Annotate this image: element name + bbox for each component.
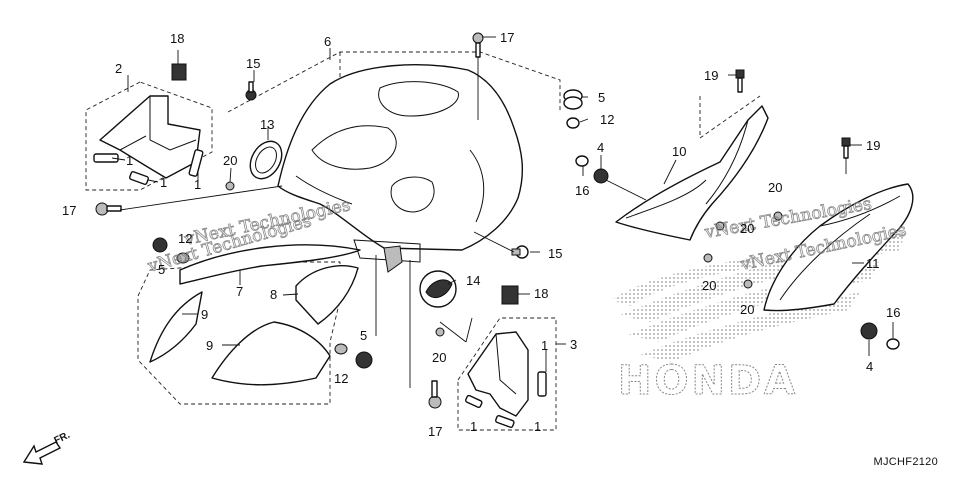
callout-1-e: 1 (470, 419, 477, 434)
callout-2: 2 (115, 61, 122, 76)
screw-20-c (715, 221, 725, 231)
callout-12-left: 12 (178, 231, 192, 246)
grommet-4-right (860, 322, 878, 340)
rubber-ring-13 (249, 140, 283, 180)
leader-lines (111, 36, 894, 388)
fasteners (95, 32, 900, 409)
screw-20-b (435, 327, 445, 337)
callout-9-lower: 9 (206, 338, 213, 353)
callout-8: 8 (270, 287, 277, 302)
collar-16-right (886, 338, 900, 350)
callout-4-left: 4 (597, 140, 604, 155)
front-direction-arrow: FR. (22, 430, 72, 465)
clip-18-top (171, 63, 187, 81)
collar-16-left (575, 155, 589, 167)
inner-bracket-right (465, 331, 547, 428)
callout-20-f: 20 (740, 302, 754, 317)
side-cover-11 (763, 183, 914, 312)
grommet-4-left (593, 168, 609, 184)
callout-17-bottom: 17 (428, 424, 442, 439)
callout-12-bottom: 12 (334, 371, 348, 386)
callout-15-left: 15 (246, 56, 260, 71)
screw-15-right (511, 245, 529, 259)
callout-12-right: 12 (600, 112, 614, 127)
callout-17-left: 17 (62, 203, 76, 218)
callout-5-left: 5 (158, 262, 165, 277)
callout-5-top: 5 (598, 90, 605, 105)
knee-pad-9-upper (149, 291, 203, 363)
callout-20-c: 20 (740, 221, 754, 236)
emblem-14 (419, 270, 457, 308)
bolt-17-top (472, 32, 484, 58)
collar-12-left (176, 252, 190, 264)
callout-1-a: 1 (126, 153, 133, 168)
collar-12-right (566, 117, 580, 129)
callout-19-left: 19 (704, 68, 718, 83)
screw-19-b (841, 137, 851, 159)
side-strip-7 (179, 244, 361, 285)
callout-10: 10 (672, 144, 686, 159)
callout-16-left: 16 (575, 183, 589, 198)
callout-20-b: 20 (432, 350, 446, 365)
callouts: 2 18 15 13 1 1 1 20 17 6 17 12 5 7 8 9 9… (62, 30, 900, 439)
grommet-5-bottom (355, 351, 373, 369)
callout-11: 11 (866, 256, 880, 271)
callout-15-right: 15 (548, 246, 562, 261)
callout-16-right: 16 (886, 305, 900, 320)
collar-12-bottom (334, 343, 348, 355)
callout-20-a: 20 (223, 153, 237, 168)
callout-14: 14 (466, 273, 480, 288)
diagram-code: MJCHF2120 (873, 456, 938, 468)
callout-19-right: 19 (866, 138, 880, 153)
screw-20-a (225, 181, 235, 191)
tank-cover (277, 64, 523, 273)
callout-20-d: 20 (768, 180, 782, 195)
direction-label: FR. (52, 430, 71, 447)
screw-20-e (703, 253, 713, 263)
screw-15-left (245, 81, 257, 101)
callout-1-d: 1 (541, 338, 548, 353)
callout-13: 13 (260, 117, 274, 132)
honda-logo-text: HONDA (618, 358, 798, 404)
inner-bracket-left (93, 95, 204, 185)
knee-pad-9-lower (211, 321, 331, 386)
screw-20-d (773, 211, 783, 221)
callout-1-c: 1 (194, 177, 201, 192)
bolt-17-left (95, 202, 122, 216)
callout-17-top: 17 (500, 30, 514, 45)
callout-1-f: 1 (534, 419, 541, 434)
screw-19-a (735, 69, 745, 93)
callout-1-b: 1 (160, 175, 167, 190)
callout-9-upper: 9 (201, 307, 208, 322)
screw-20-f (743, 279, 753, 289)
callout-7: 7 (236, 284, 243, 299)
clip-18-right (501, 285, 519, 305)
grommet-5-top (563, 89, 583, 110)
side-panel-8 (295, 265, 359, 325)
side-cover-10 (615, 105, 769, 241)
bolt-17-bottom (428, 380, 442, 409)
callout-6: 6 (324, 34, 331, 49)
callout-3: 3 (570, 337, 577, 352)
callout-4-right: 4 (866, 359, 873, 374)
callout-5-bottom: 5 (360, 328, 367, 343)
callout-20-e: 20 (702, 278, 716, 293)
callout-18-top: 18 (170, 31, 184, 46)
callout-18-right: 18 (534, 286, 548, 301)
grommet-5-left (152, 237, 168, 253)
